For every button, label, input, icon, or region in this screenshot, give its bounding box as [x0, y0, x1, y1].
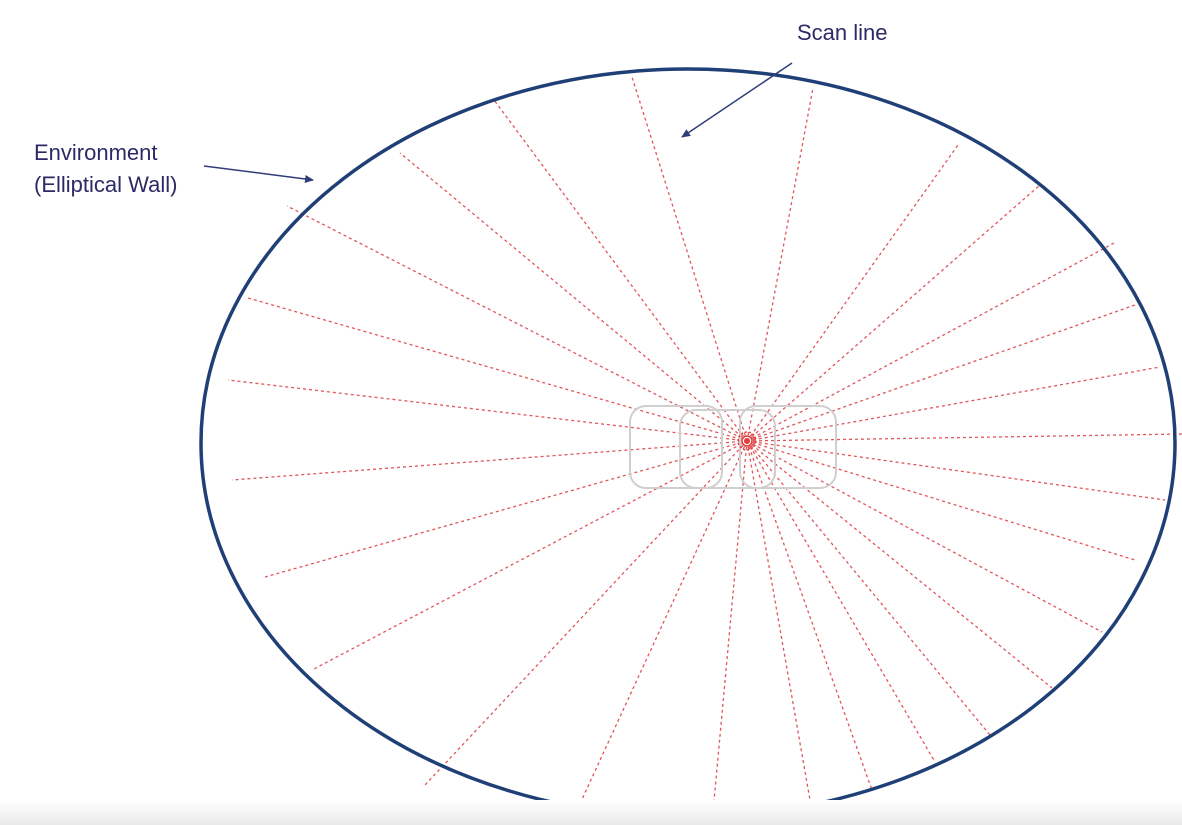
sensor-ring-inner	[741, 435, 753, 447]
elliptical-wall	[199, 67, 1177, 819]
scan-line-10	[424, 440, 748, 786]
scan-line-label: Scan line	[797, 20, 888, 45]
scan-line-16	[746, 440, 991, 736]
scan-line-1	[631, 76, 748, 442]
vehicle-outline-mid	[679, 409, 776, 489]
scan-lines-group	[227, 76, 1182, 813]
scan-line-4	[286, 205, 748, 442]
scan-line-3	[399, 152, 748, 442]
scan-line-9	[311, 440, 748, 671]
scan-line-19	[746, 440, 1136, 561]
scan-line-27	[746, 87, 814, 442]
scan-line-22	[746, 366, 1161, 442]
scan-line-25	[746, 184, 1041, 442]
scan-line-15	[746, 440, 936, 763]
vehicle-outline-rear	[629, 405, 723, 489]
scan-line-6	[227, 379, 748, 442]
scan-line-26	[746, 144, 959, 442]
vehicle-outline-front	[739, 405, 837, 489]
environment-label: Environment	[34, 140, 158, 165]
scan-line-arrow	[681, 62, 793, 138]
environment-sublabel: (Elliptical Wall)	[34, 172, 177, 197]
environment-arrow	[203, 165, 314, 183]
scan-line-20	[746, 440, 1166, 501]
scan-line-13	[746, 440, 811, 801]
lidar-sensor	[737, 431, 757, 451]
scan-line-7	[231, 440, 748, 481]
scan-line-11	[577, 440, 748, 809]
scan-line-21	[746, 433, 1182, 442]
scan-line-12	[712, 440, 748, 813]
sensor-dot	[744, 438, 750, 444]
bottom-fade	[0, 800, 1182, 825]
scan-line-2	[493, 99, 748, 442]
scan-line-17	[746, 440, 1053, 689]
scan-line-18	[746, 440, 1103, 633]
scan-line-5	[247, 297, 748, 442]
sensor-ring-outer	[737, 431, 757, 451]
scan-line-8	[264, 440, 748, 578]
scan-line-14	[746, 440, 873, 791]
scan-line-23	[746, 304, 1136, 442]
scan-line-24	[746, 241, 1117, 442]
